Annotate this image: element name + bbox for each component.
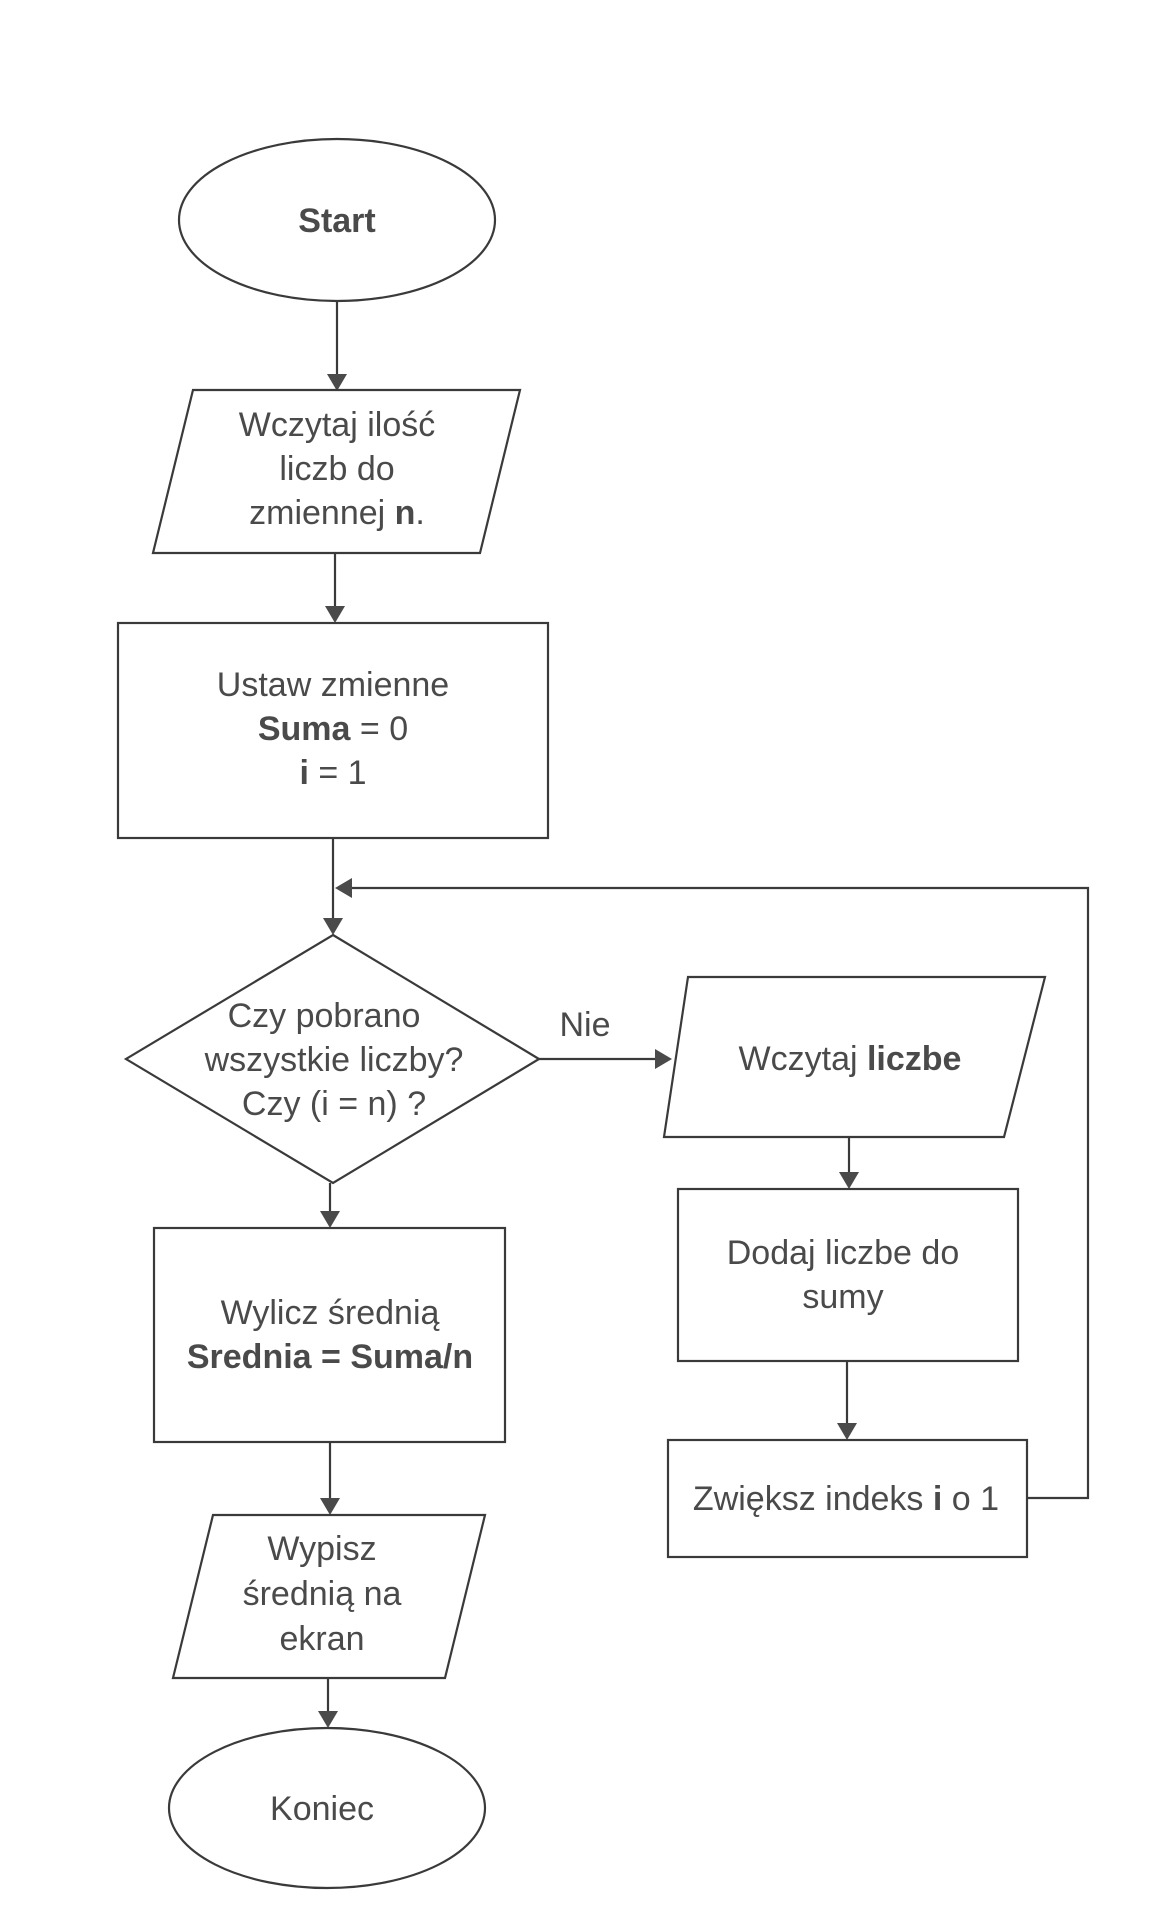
no-label: Nie [559,1006,610,1044]
input-n-line1: Wczytaj ilość [239,406,435,444]
loop-back-connector [350,886,1090,1500]
init-line1: Ustaw zmienne [217,666,449,704]
print-avg-line1: Wypisz [267,1530,376,1568]
init-line3: i = 1 [299,754,366,792]
start-node: Start [177,137,497,303]
arrow-icon [325,606,345,623]
input-n-line3: zmiennej n. [249,494,425,532]
arrow-icon [320,1211,340,1228]
arrow-icon [320,1498,340,1515]
add-sum-node: Dodaj liczbe do sumy [676,1187,1020,1363]
read-number-node: Wczytaj liczbe [662,975,1047,1139]
decision-node: Czy pobrano wszystkie liczby? Czy (i = n… [123,933,542,1185]
arrow-icon [318,1711,338,1728]
arrow-icon [837,1423,857,1440]
init-node: Ustaw zmienne Suma = 0 i = 1 [116,621,550,840]
read-number-label: Wczytaj liczbe [739,1040,962,1078]
end-label: Koniec [270,1790,374,1828]
arrow-icon [839,1172,859,1189]
end-node: Koniec [167,1726,487,1890]
increment-node: Zwiększ indeks i o 1 [666,1438,1029,1559]
decision-line3: Czy (i = n) ? [242,1085,426,1123]
decision-line2: wszystkie liczby? [204,1041,464,1079]
add-sum-line1: Dodaj liczbe do [727,1234,959,1272]
input-n-line2: liczb do [279,450,394,488]
add-sum-line2: sumy [802,1278,883,1316]
increment-label: Zwiększ indeks i o 1 [693,1480,999,1518]
decision-line1: Czy pobrano [228,997,421,1035]
arrow-icon [323,918,343,935]
arrow-icon [335,878,352,898]
compute-avg-line2: Srednia = Suma/n [187,1338,473,1376]
init-line2: Suma = 0 [258,710,408,748]
input-n-node: Wczytaj ilość liczb do zmiennej n. [151,388,522,555]
compute-avg-node: Wylicz średnią Srednia = Suma/n [152,1226,507,1444]
arrow-icon [655,1049,672,1069]
print-avg-line3: ekran [279,1620,364,1658]
arrow-icon [327,374,347,391]
print-avg-node: Wypisz średnią na ekran [171,1513,487,1680]
compute-avg-line1: Wylicz średnią [221,1294,440,1332]
start-label: Start [298,202,375,240]
print-avg-line2: średnią na [243,1575,402,1613]
